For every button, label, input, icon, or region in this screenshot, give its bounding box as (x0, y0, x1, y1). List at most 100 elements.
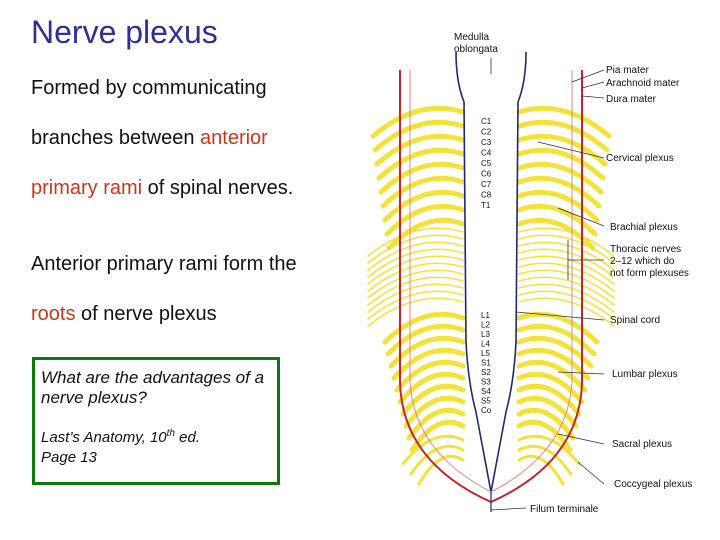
question-box: What are the advantages of a nerve plexu… (32, 357, 280, 485)
reference-sup: th (166, 428, 175, 439)
nerve-arc-right (517, 454, 565, 486)
label-arachnoid-mater: Arachnoid mater (606, 78, 680, 89)
nerve-arc-right (518, 262, 615, 292)
nerve-arc-left (370, 105, 466, 139)
nerve-arc-right (516, 359, 588, 393)
nerves-left (367, 105, 466, 486)
segment-label: C6 (481, 170, 492, 179)
nerve-arc-left (374, 133, 466, 167)
segment-label: C5 (481, 159, 492, 168)
nerve-arc-right (516, 407, 576, 441)
segment-label: Co (481, 406, 492, 415)
leader-lines (490, 58, 605, 511)
nerve-arc-left (385, 323, 466, 357)
nerve-arc-left (372, 119, 466, 153)
nerve-arc-left (367, 290, 464, 320)
label-cervical-plexus: Cervical plexus (606, 153, 674, 164)
nerve-arc-right (518, 241, 615, 271)
nerve-arc-left (367, 276, 464, 306)
label-pia-mater: Pia mater (606, 65, 649, 76)
nerve-arc-right (518, 283, 615, 313)
nerve-arc-left (400, 383, 466, 417)
nerve-arc-right (518, 276, 615, 306)
segment-label: S5 (481, 397, 491, 406)
nerve-arc-right (516, 323, 597, 357)
nerve-arc-left (376, 147, 466, 181)
question-text: What are the advantages of a nerve plexu… (41, 368, 265, 407)
nerve-arc-right (516, 217, 596, 251)
nerve-arc-right (518, 290, 615, 320)
segment-label: L5 (481, 349, 490, 358)
segment-label: S3 (481, 378, 491, 387)
label-medulla-1: Medulla (454, 32, 489, 43)
nerve-arc-right (518, 255, 615, 285)
para2-line2-text: of nerve plexus (75, 303, 217, 325)
nerve-arc-right (516, 119, 610, 153)
nerve-arc-left (367, 248, 464, 278)
segment-label: C3 (481, 138, 492, 147)
para1-line2: branches between anterior (31, 113, 371, 163)
reference-text: Last’s Anatomy, 10th ed. Page 13 (41, 424, 271, 468)
paragraph-plexus-definition: Formed by communicating branches between… (31, 63, 371, 213)
segment-label: L4 (481, 340, 490, 349)
nerve-arc-left (367, 234, 464, 264)
segment-label: S1 (481, 359, 491, 368)
nerve-arc-right (516, 161, 604, 195)
reference-page: Page 13 (41, 449, 97, 466)
highlight-roots: roots (31, 303, 76, 325)
label-lumbar-plexus: Lumbar plexus (612, 369, 678, 380)
nerve-arc-right (517, 434, 581, 466)
label-brachial-plexus: Brachial plexus (610, 222, 678, 233)
reference-edition: ed. (174, 429, 200, 446)
para2-line2: roots of nerve plexus (31, 289, 371, 339)
segment-label: C4 (481, 149, 492, 158)
nerve-arc-left (406, 407, 466, 441)
nerve-arc-left (409, 444, 465, 476)
nerve-arc-right (516, 203, 598, 237)
nerve-arc-right (517, 444, 573, 476)
nerve-arc-left (382, 311, 466, 345)
para1-line2-text: branches between (31, 127, 201, 149)
segment-label: S2 (481, 368, 491, 377)
slide-title: Nerve plexus (31, 14, 218, 50)
label-thoracic-3: not form plexuses (610, 268, 689, 279)
nerve-arc-right (516, 189, 600, 223)
segment-label: T1 (481, 201, 491, 210)
nerve-arc-right (516, 147, 606, 181)
nerve-arc-right (516, 311, 600, 345)
segment-label: C2 (481, 128, 492, 137)
para1-line1: Formed by communicating (31, 77, 267, 99)
label-thoracic-1: Thoracic nerves (610, 244, 681, 255)
nerve-arc-left (367, 269, 464, 299)
nerve-arc-left (367, 255, 464, 285)
nerve-arc-left (397, 371, 466, 405)
segment-label: L3 (481, 330, 490, 339)
nerve-arc-right (518, 227, 615, 257)
label-thoracic-2: 2–12 which do (610, 256, 675, 267)
para2-line1: Anterior primary rami form the (31, 253, 297, 275)
nerve-arc-left (367, 283, 464, 313)
nerve-arc-right (516, 105, 612, 139)
nerve-arc-right (518, 248, 615, 278)
label-sacral-plexus: Sacral plexus (612, 439, 672, 450)
segment-label: C8 (481, 191, 492, 200)
nerves-right (516, 105, 615, 486)
nerve-arc-left (382, 189, 466, 223)
nerve-arc-left (367, 241, 464, 271)
label-medulla-2: oblongata (454, 44, 498, 55)
nerve-arc-right (518, 234, 615, 264)
nerve-arc-left (378, 161, 466, 195)
paragraph-plexus-roots: Anterior primary rami form the roots of … (31, 239, 371, 339)
nerve-arc-left (386, 217, 466, 251)
nerve-arc-right (516, 371, 585, 405)
nerve-arc-right (516, 395, 579, 429)
nerve-arc-left (394, 359, 466, 393)
nerve-arc-left (367, 262, 464, 292)
nerve-arc-right (516, 133, 608, 167)
segment-label: L2 (481, 321, 490, 330)
nerve-arc-right (516, 383, 582, 417)
segment-label: C1 (481, 117, 492, 126)
